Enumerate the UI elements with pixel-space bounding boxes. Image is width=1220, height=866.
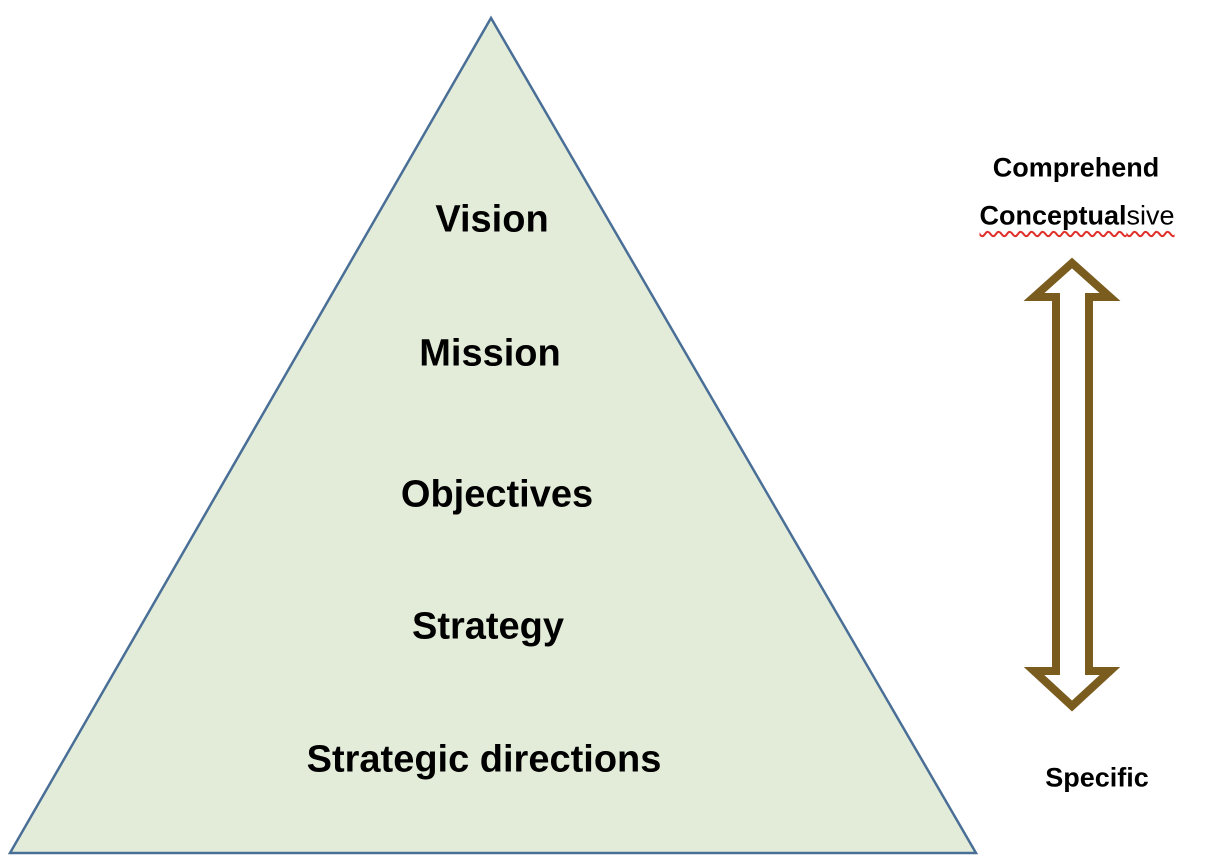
label-conceptual: Conceptualsive	[979, 201, 1174, 232]
label-conceptual-bold: Conceptual	[979, 200, 1127, 231]
label-specific: Specific	[1045, 762, 1149, 793]
level-strategic-directions: Strategic directions	[306, 738, 662, 781]
level-strategy: Strategy	[411, 605, 565, 648]
label-conceptual-suffix: sive	[1126, 200, 1175, 231]
double-arrow-icon	[1023, 257, 1121, 712]
level-vision: Vision	[435, 198, 549, 241]
label-comprehend: Comprehend	[992, 152, 1160, 183]
level-mission: Mission	[419, 332, 561, 375]
pyramid-triangle	[7, 15, 979, 855]
level-objectives: Objectives	[400, 473, 594, 516]
